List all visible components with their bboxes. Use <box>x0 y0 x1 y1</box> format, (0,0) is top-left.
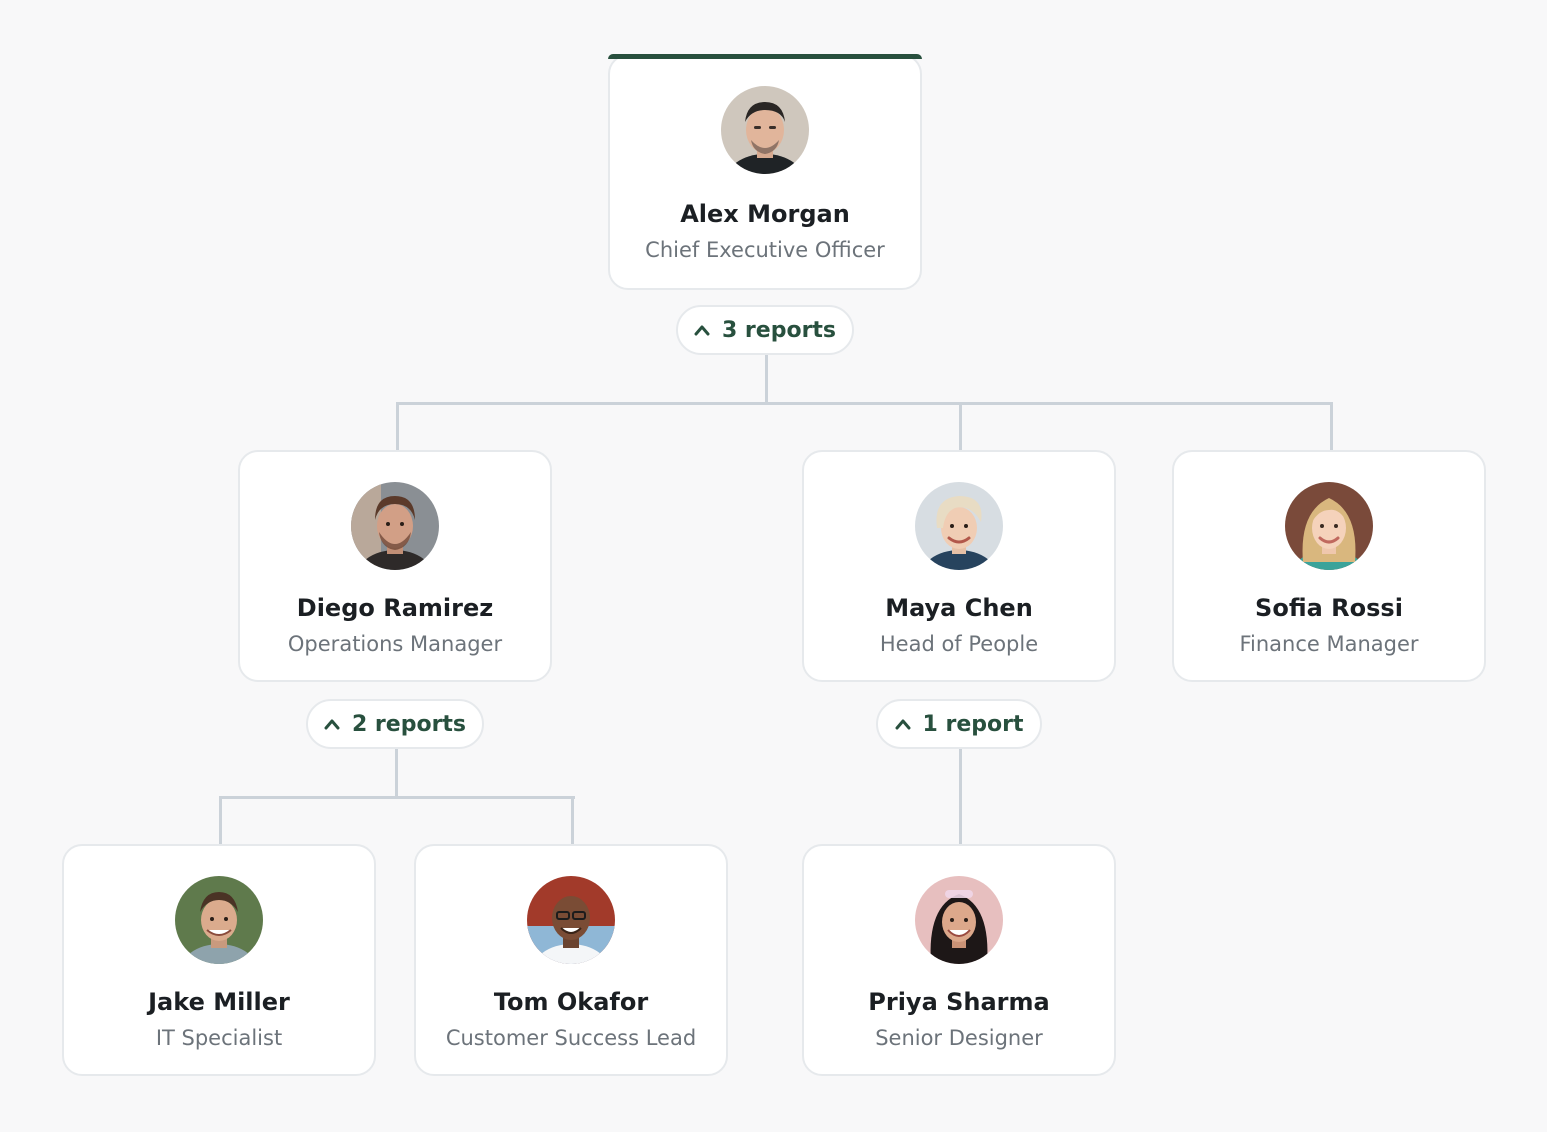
connector-line <box>219 796 222 846</box>
person-role: Chief Executive Officer <box>645 238 885 262</box>
person-name: Sofia Rossi <box>1255 594 1403 622</box>
person-card-maya-chen[interactable]: Maya Chen Head of People <box>802 450 1116 682</box>
avatar <box>351 482 439 570</box>
person-role: Head of People <box>879 632 1039 656</box>
person-name: Jake Miller <box>148 988 290 1016</box>
person-card-priya-sharma[interactable]: Priya Sharma Senior Designer <box>802 844 1116 1076</box>
person-role: Senior Designer <box>875 1026 1043 1050</box>
person-role: Customer Success Lead <box>445 1026 697 1050</box>
connector-line <box>396 402 1333 405</box>
person-card-diego-ramirez[interactable]: Diego Ramirez Operations Manager <box>238 450 552 682</box>
connector-line <box>219 796 575 799</box>
person-role: Operations Manager <box>287 632 503 656</box>
avatar <box>915 482 1003 570</box>
reports-count-label: 2 reports <box>351 711 467 737</box>
avatar <box>915 876 1003 964</box>
connector-line <box>959 748 962 846</box>
person-role: Finance Manager <box>1239 632 1419 656</box>
person-name: Maya Chen <box>885 594 1033 622</box>
connector-line <box>395 748 398 798</box>
person-name: Priya Sharma <box>868 988 1050 1016</box>
card-accent-bar <box>608 54 922 59</box>
person-card-tom-okafor[interactable]: Tom Okafor Customer Success Lead <box>414 844 728 1076</box>
connector-line <box>571 796 574 846</box>
chevron-up-icon <box>895 719 911 730</box>
connector-line <box>765 354 768 404</box>
person-name: Alex Morgan <box>680 200 850 228</box>
person-name: Tom Okafor <box>493 988 649 1016</box>
toggle-reports-diego-ramirez[interactable]: 2 reports <box>306 699 484 749</box>
chevron-up-icon <box>324 719 340 730</box>
person-card-jake-miller[interactable]: Jake Miller IT Specialist <box>62 844 376 1076</box>
person-card-sofia-rossi[interactable]: Sofia Rossi Finance Manager <box>1172 450 1486 682</box>
avatar <box>527 876 615 964</box>
toggle-reports-maya-chen[interactable]: 1 report <box>876 699 1042 749</box>
person-name: Diego Ramirez <box>296 594 494 622</box>
toggle-reports-alex-morgan[interactable]: 3 reports <box>676 305 854 355</box>
person-role: IT Specialist <box>155 1026 283 1050</box>
reports-count-label: 1 report <box>922 711 1024 737</box>
avatar <box>1285 482 1373 570</box>
connector-line <box>959 402 962 452</box>
connector-line <box>1330 402 1333 452</box>
avatar <box>721 86 809 174</box>
connector-line <box>396 402 399 452</box>
avatar <box>175 876 263 964</box>
reports-count-label: 3 reports <box>721 317 837 343</box>
chevron-up-icon <box>694 325 710 336</box>
person-card-alex-morgan[interactable]: Alex Morgan Chief Executive Officer <box>608 54 922 290</box>
